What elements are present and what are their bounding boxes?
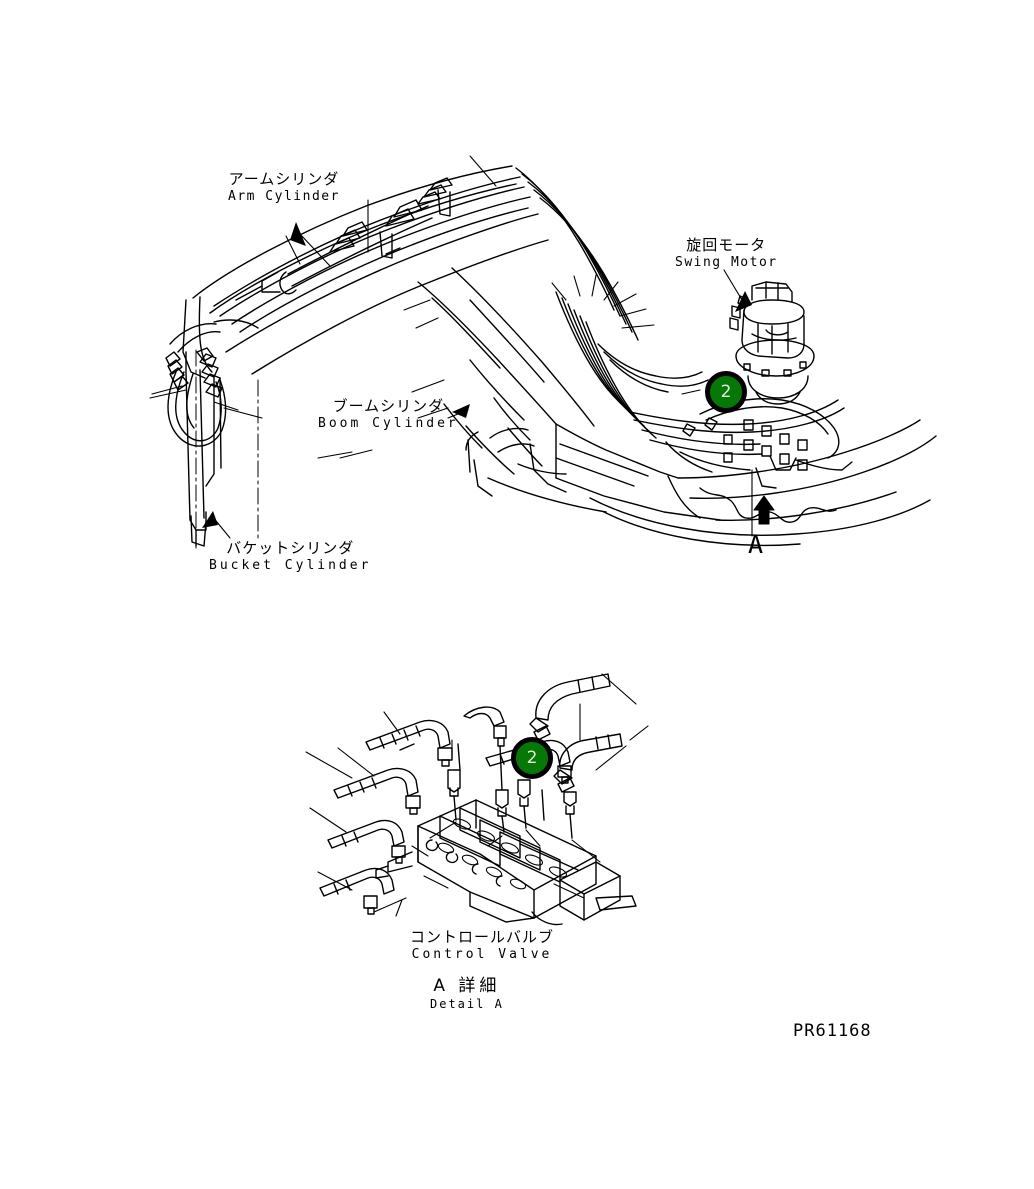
callout-2-control-valve-number: 2 (526, 748, 538, 768)
label-arrowheads (202, 222, 752, 528)
label-bucket-cylinder-jp: バケットシリンダ (226, 539, 355, 557)
hose-elbow-parts (319, 706, 509, 915)
swing-motor-assembly (729, 281, 815, 405)
callout-2-swing-motor[interactable]: 2 (705, 371, 747, 413)
detail-leader-lines (305, 673, 649, 917)
label-boom-cylinder-jp: ブームシリンダ (332, 397, 445, 415)
excavator-arm-assembly (182, 165, 709, 475)
label-boom-cylinder: ブームシリンダ Boom Cylinder (318, 397, 459, 432)
section-letter-a: A (748, 530, 764, 559)
detail-a-caption: A 詳細 Detail A (430, 975, 504, 1013)
section-arrow-a-glyph (753, 495, 775, 525)
detail-a-caption-en: Detail A (430, 997, 504, 1012)
label-bucket-cylinder: バケットシリンダ Bucket Cylinder (209, 539, 371, 574)
label-swing-motor-en: Swing Motor (675, 254, 778, 270)
bucket-cylinder-assembly (149, 319, 263, 549)
label-arm-cylinder: アームシリンダ Arm Cylinder (228, 170, 340, 205)
callout-2-swing-motor-number: 2 (720, 382, 732, 402)
label-swing-motor: 旋回モータ Swing Motor (675, 236, 778, 271)
detail-a-caption-jp: A 詳細 (433, 976, 501, 996)
drawing-number: PR61168 (793, 1021, 872, 1041)
label-arm-cylinder-en: Arm Cylinder (228, 188, 340, 204)
control-valve-exploded-view (375, 799, 637, 926)
label-arm-cylinder-jp: アームシリンダ (228, 170, 340, 188)
label-control-valve-jp: コントロールバルブ (410, 928, 555, 946)
label-boom-cylinder-en: Boom Cylinder (318, 415, 459, 431)
label-control-valve: コントロールバルブ Control Valve (410, 928, 554, 963)
callout-2-control-valve[interactable]: 2 (511, 737, 553, 779)
label-control-valve-en: Control Valve (411, 946, 553, 962)
leader-lines-main (285, 155, 497, 459)
label-bucket-cylinder-en: Bucket Cylinder (209, 557, 372, 573)
machine-body (465, 419, 937, 547)
label-swing-motor-jp: 旋回モータ (686, 236, 767, 254)
